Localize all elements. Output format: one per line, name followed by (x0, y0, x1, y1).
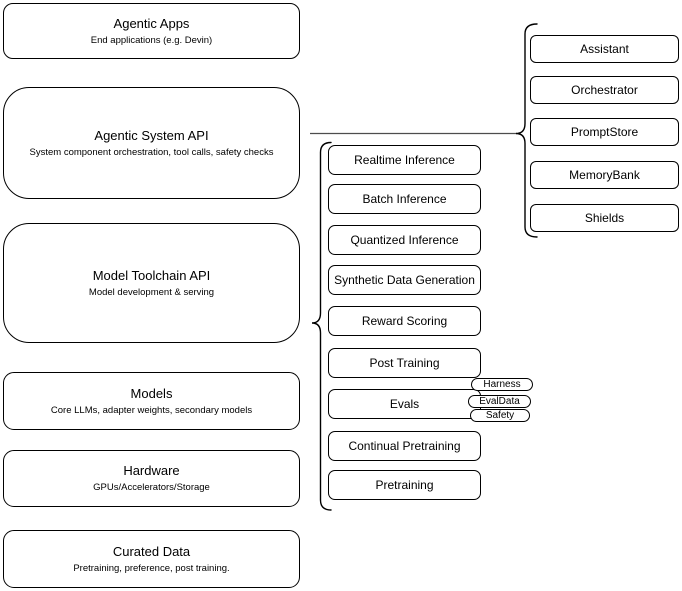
node-title: Hardware (123, 463, 180, 478)
toolchain-reward-scoring-node: Reward Scoring (328, 306, 481, 336)
assistant-node: Assistant (530, 35, 679, 63)
node-subtitle: Pretraining, preference, post training. (73, 562, 230, 574)
tag-label: Harness (483, 378, 521, 390)
node-label: Post Training (369, 356, 440, 370)
node-title: Models (130, 385, 173, 401)
node-label: MemoryBank (569, 168, 640, 182)
node-label: Continual Pretraining (348, 439, 461, 453)
memorybank-node: MemoryBank (530, 161, 679, 189)
toolchain-continual-pretraining-node: Continual Pretraining (328, 431, 481, 461)
orchestrator-node: Orchestrator (530, 76, 679, 104)
harness-tag: Harness (471, 378, 533, 391)
node-subtitle: Core LLMs, adapter weights, secondary mo… (50, 404, 253, 416)
node-subtitle: System component orchestration, tool cal… (29, 146, 274, 158)
curated-data-node: Curated Data Pretraining, preference, po… (3, 530, 300, 588)
toolchain-synthetic-data-generation-node: Synthetic Data Generation (328, 265, 481, 295)
node-label: Batch Inference (362, 192, 447, 206)
node-label: Synthetic Data Generation (334, 273, 475, 287)
hardware-node: Hardware GPUs/Accelerators/Storage (3, 450, 300, 507)
node-label: Evals (389, 397, 420, 411)
toolchain-realtime-inference-node: Realtime Inference (328, 145, 481, 175)
node-title: Agentic Apps (113, 15, 190, 31)
node-subtitle: Model development & serving (88, 286, 215, 298)
node-subtitle: End applications (e.g. Devin) (90, 34, 213, 46)
evaldata-tag: EvalData (468, 395, 531, 408)
toolchain-quantized-inference-node: Quantized Inference (328, 225, 481, 255)
agentic-system-api-node: Agentic System API System component orch… (3, 87, 300, 199)
node-title: Model Toolchain API (92, 267, 211, 283)
tag-label: Safety (485, 409, 515, 421)
models-node: Models Core LLMs, adapter weights, secon… (3, 372, 300, 430)
node-label: Reward Scoring (361, 314, 448, 328)
node-label: PromptStore (570, 125, 639, 139)
promptstore-node: PromptStore (530, 118, 679, 146)
safety-tag: Safety (470, 409, 530, 422)
node-subtitle: GPUs/Accelerators/Storage (93, 482, 210, 493)
node-label: Assistant (580, 42, 629, 56)
node-label: Quantized Inference (350, 233, 459, 247)
model-toolchain-api-node: Model Toolchain API Model development & … (3, 223, 300, 343)
node-label: Pretraining (375, 478, 434, 492)
toolchain-pretraining-node: Pretraining (328, 470, 481, 500)
shields-node: Shields (530, 204, 679, 232)
toolchain-batch-inference-node: Batch Inference (328, 184, 481, 214)
node-label: Shields (584, 211, 625, 225)
node-label: Orchestrator (571, 83, 638, 97)
tag-label: EvalData (479, 395, 520, 407)
toolchain-post-training-node: Post Training (328, 348, 481, 378)
node-title: Agentic System API (94, 127, 209, 143)
agentic-apps-node: Agentic Apps End applications (e.g. Devi… (3, 3, 300, 59)
node-label: Realtime Inference (354, 153, 455, 167)
node-title: Curated Data (112, 543, 191, 559)
toolchain-evals-node: Evals (328, 389, 481, 419)
